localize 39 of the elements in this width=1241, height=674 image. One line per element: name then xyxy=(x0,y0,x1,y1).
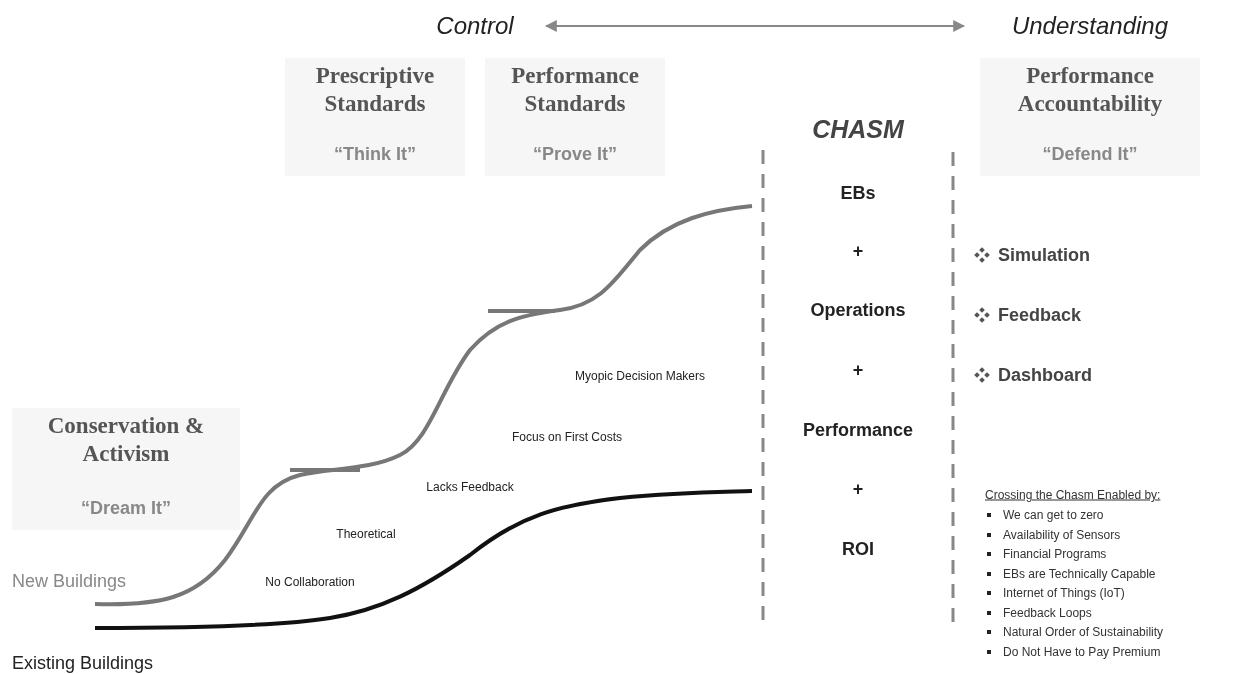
stage-heading: Conservation & Activism xyxy=(46,412,206,468)
tool-item: Dashboard xyxy=(998,363,1093,387)
tool-item: Simulation xyxy=(998,243,1090,267)
curve-label: Existing Buildings xyxy=(12,651,154,674)
chasm-item: Operations xyxy=(810,298,906,322)
stage-heading: Performance Standards xyxy=(510,62,640,118)
chasm-item: ROI xyxy=(842,537,874,561)
stage-slogan: “Prove It” xyxy=(533,143,617,166)
stage-panel xyxy=(12,408,240,530)
list-heading: Crossing the Chasm Enabled by: xyxy=(985,487,1161,503)
stage-slogan: “Defend It” xyxy=(1042,143,1138,166)
stage-slogan: “Dream It” xyxy=(81,497,171,520)
plus-sign: + xyxy=(852,477,864,501)
list-item: Availability of Sensors xyxy=(1003,527,1121,542)
chasm-item: Performance xyxy=(802,418,914,442)
plus-sign: + xyxy=(852,239,864,263)
list-item: Natural Order of Sustainability xyxy=(1003,624,1164,640)
tool-item: Feedback xyxy=(998,303,1082,327)
list-item: Financial Programs xyxy=(1003,546,1107,562)
column-heading: CHASM xyxy=(812,114,904,146)
barrier-label: Focus on First Costs xyxy=(512,429,622,445)
list-item: Do Not Have to Pay Premium xyxy=(1003,644,1161,659)
list-item: EBs are Technically Capable xyxy=(1003,566,1156,581)
axis-label: Control xyxy=(410,8,540,44)
double-arrow xyxy=(544,20,966,32)
stage-slogan: “Think It” xyxy=(334,143,416,166)
barrier-label: Theoretical xyxy=(336,526,396,542)
barrier-label: No Collaboration xyxy=(265,574,355,590)
barrier-label: Myopic Decision Makers xyxy=(575,368,705,384)
barrier-label: Lacks Feedback xyxy=(426,479,514,495)
list-item: Internet of Things (IoT) xyxy=(1003,585,1125,601)
stage-heading: Prescriptive Standards xyxy=(314,62,436,118)
curve-label: New Buildings xyxy=(12,569,127,593)
stage-heading: Performance Accountability xyxy=(1016,62,1164,118)
list-item: We can get to zero xyxy=(1003,507,1104,523)
plus-sign: + xyxy=(852,358,864,382)
axis-label: Understanding xyxy=(970,8,1210,44)
chasm-item: EBs xyxy=(840,181,876,205)
list-item: Feedback Loops xyxy=(1003,605,1092,620)
